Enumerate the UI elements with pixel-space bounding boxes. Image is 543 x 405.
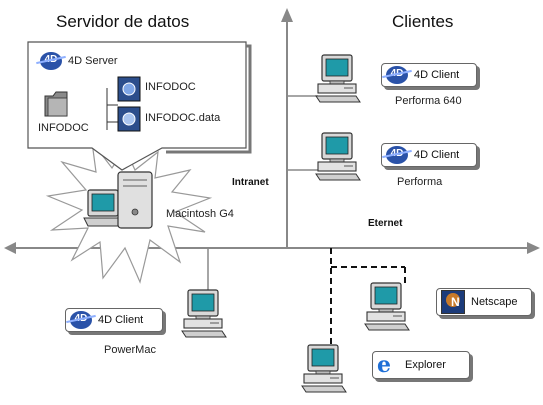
explorer-icon: e — [377, 352, 391, 378]
server-product-row: 4D Server — [40, 52, 118, 70]
client-app-callout-3: 4D Client — [65, 308, 163, 332]
arrow-head-left — [4, 242, 16, 254]
database-data-file-icon — [117, 106, 141, 132]
client-machine-label-3: PowerMac — [104, 344, 156, 356]
client-machine-label-2: Performa — [397, 176, 443, 188]
4d-logo-icon — [386, 146, 408, 164]
netscape-callout: N Netscape — [436, 288, 532, 316]
4d-logo-icon — [40, 52, 62, 70]
client-app-label-3: 4D Client — [98, 314, 144, 326]
database-file-icon — [117, 76, 141, 102]
server-heading: Servidor de datos — [56, 12, 190, 31]
server-machine-label: Macintosh G4 — [166, 208, 234, 220]
client-machine-label-1: Performa 640 — [395, 95, 462, 107]
4d-logo-icon — [70, 311, 92, 329]
folder-label: INFODOC — [38, 122, 89, 134]
client-app-callout-1: 4D Client — [381, 63, 477, 87]
client-app-callout-2: 4D Client — [381, 143, 477, 167]
server-computer-icon — [83, 189, 127, 227]
arrow-head-right — [527, 242, 540, 254]
explorer-callout: e Explorer — [372, 351, 470, 379]
client-app-label-1: 4D Client — [414, 69, 460, 81]
server-product-label: 4D Server — [68, 55, 118, 67]
computer-icon-explorer — [301, 344, 347, 393]
computer-icon-performa — [315, 132, 361, 181]
ethernet-label: Eternet — [368, 218, 403, 229]
folder-icon — [44, 91, 68, 117]
intranet-label: Intranet — [232, 177, 269, 188]
computer-icon-performa-640 — [315, 54, 361, 103]
clients-heading: Clientes — [392, 12, 454, 31]
netscape-label: Netscape — [471, 296, 518, 308]
file-label-data: INFODOC.data — [145, 112, 221, 124]
4d-logo-icon — [386, 66, 408, 84]
netscape-icon: N — [441, 290, 465, 314]
computer-icon-powermac — [181, 289, 227, 338]
server-callout-bubble — [27, 41, 247, 171]
client-app-label-2: 4D Client — [414, 149, 460, 161]
file-label-structure: INFODOC — [145, 81, 196, 93]
arrow-head-up — [281, 8, 293, 22]
explorer-label: Explorer — [405, 359, 446, 371]
server-tower-icon — [117, 171, 153, 229]
computer-icon-netscape — [364, 282, 410, 331]
